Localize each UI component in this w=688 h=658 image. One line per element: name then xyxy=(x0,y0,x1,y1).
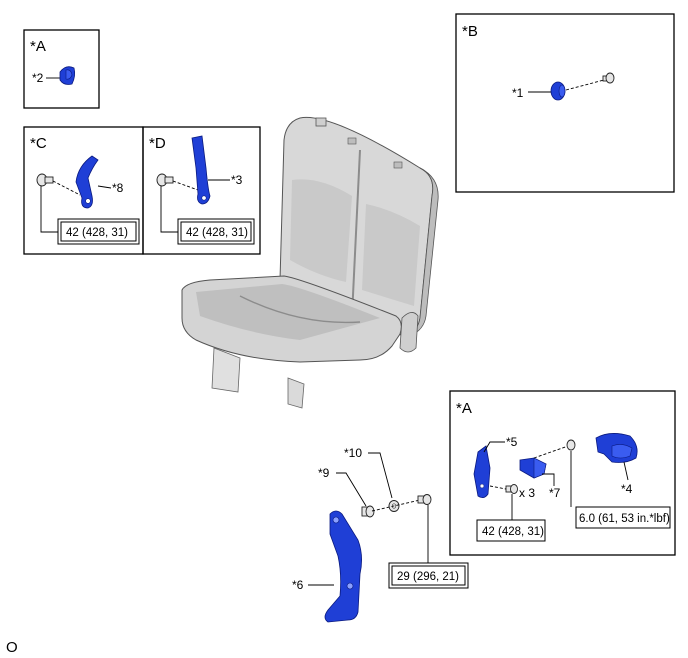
part-2-cover xyxy=(59,66,76,85)
install-line-d xyxy=(172,180,199,191)
seatback-seam xyxy=(351,149,361,317)
leader-5 xyxy=(483,441,505,453)
part-6-bracket xyxy=(324,510,362,623)
view-a-top-label: *A xyxy=(30,38,46,55)
torque-a-screw: 6.0 (61, 53 in.*lbf) xyxy=(579,513,670,525)
leader-torque-d xyxy=(160,186,178,233)
install-line-main xyxy=(371,499,421,512)
callout-6: *6 xyxy=(292,578,304,592)
view-a-bottom-label: *A xyxy=(456,400,472,417)
leader-4 xyxy=(623,461,629,481)
part-9-bushing xyxy=(361,505,375,518)
seatback-tab-2 xyxy=(347,137,357,145)
view-b-label: *B xyxy=(462,23,478,40)
bolt-main xyxy=(417,494,432,505)
leader-torque-c xyxy=(40,186,58,233)
install-line-a2 xyxy=(533,445,569,459)
view-a-top-frame xyxy=(23,29,100,109)
callout-5: *5 xyxy=(506,435,518,449)
seat-cushion-top xyxy=(196,284,380,340)
leader-7 xyxy=(542,473,555,486)
callout-1: *1 xyxy=(512,86,524,100)
torque-d: 42 (428, 31) xyxy=(186,227,248,239)
bolts-x3 xyxy=(505,484,518,494)
part-1-cap xyxy=(550,81,566,101)
bolt-b xyxy=(602,72,615,84)
bolt-d xyxy=(156,173,174,187)
part-7-adapter xyxy=(519,457,547,479)
part-4-cover xyxy=(595,433,638,463)
torque-box-a1 xyxy=(476,519,546,542)
bolt-c xyxy=(36,173,54,187)
view-a-top: *A *2 xyxy=(23,29,100,109)
screw-a xyxy=(566,439,576,451)
install-line-c xyxy=(52,180,81,196)
part-8-bracket xyxy=(75,155,99,209)
part-5-bracket xyxy=(473,445,491,498)
view-c-label: *C xyxy=(30,135,47,152)
seat-illustration xyxy=(181,116,439,409)
leader-10 xyxy=(368,452,393,499)
torque-c: 42 (428, 31) xyxy=(66,227,128,239)
callout-3: *3 xyxy=(231,173,243,187)
torque-box-a2 xyxy=(575,506,671,529)
callout-9: *9 xyxy=(318,466,330,480)
view-d-label: *D xyxy=(149,135,166,152)
torque-box-main-inner xyxy=(391,565,466,586)
callout-8: *8 xyxy=(112,181,124,195)
view-c: *C *8 42 (428, 31) xyxy=(23,126,144,255)
view-a-bottom: *A *5 x 3 42 (428, 31) *7 6.0 ( xyxy=(449,390,676,556)
torque-box-d-inner xyxy=(180,221,252,242)
seatback-panel-left xyxy=(290,179,352,282)
callout-2: *2 xyxy=(32,71,44,85)
main-exploded: *10 *9 29 (296, 21) *6 xyxy=(292,446,469,623)
callout-10: *10 xyxy=(344,446,362,460)
torque-box-c-inner xyxy=(60,221,137,242)
part-3-belt-anchor xyxy=(191,135,211,205)
seatback-tab xyxy=(315,117,327,127)
seatback-tab-3 xyxy=(393,161,403,169)
install-line-a1 xyxy=(489,485,507,490)
view-d: *D *3 42 (428, 31) xyxy=(142,126,261,255)
callout-4: *4 xyxy=(621,482,633,496)
seat-cushion-seam xyxy=(239,295,361,324)
seat-hinge xyxy=(399,312,419,353)
seat-leg-front xyxy=(211,347,241,393)
install-line-1 xyxy=(565,79,605,91)
callout-7: *7 xyxy=(549,486,561,500)
view-a-bottom-frame xyxy=(449,390,676,556)
leader-9 xyxy=(336,472,367,507)
view-b: *B *1 xyxy=(455,13,675,193)
seatback-panel-right xyxy=(362,204,420,306)
seat-leg-rear xyxy=(287,377,305,409)
torque-main: 29 (296, 21) xyxy=(397,571,459,583)
view-b-frame xyxy=(455,13,675,193)
view-d-frame xyxy=(142,126,261,255)
illustration-code: O xyxy=(6,639,18,656)
torque-a-bolts: 42 (428, 31) xyxy=(482,526,544,538)
leader-8 xyxy=(97,185,112,189)
qty-x3: x 3 xyxy=(519,486,535,500)
